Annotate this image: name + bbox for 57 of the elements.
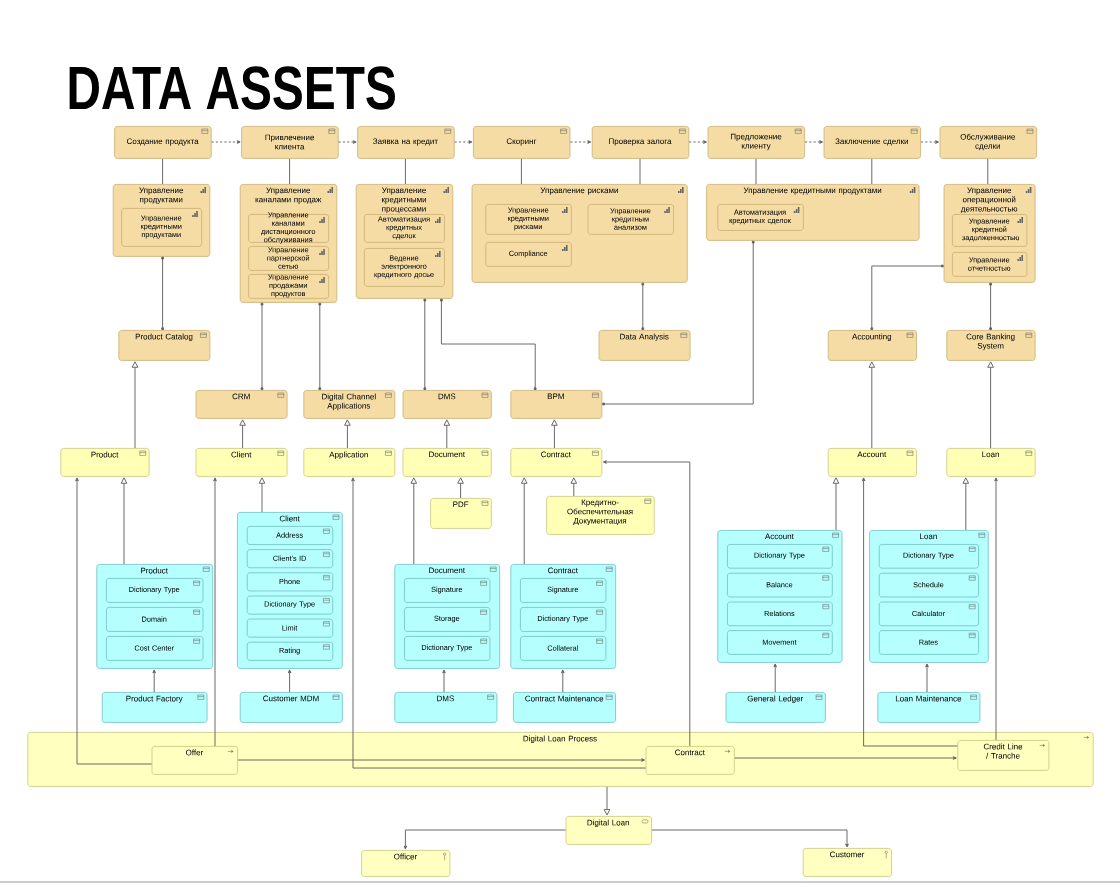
connector: [987, 158, 989, 185]
connector: [289, 158, 291, 185]
connector: [651, 829, 849, 848]
connector: [443, 419, 451, 449]
connector: [120, 477, 128, 565]
connector: [213, 477, 217, 747]
connector: [442, 669, 446, 693]
connector: [602, 240, 755, 406]
connector: [804, 140, 823, 144]
connector: [152, 669, 156, 693]
connector: [570, 477, 578, 497]
connector: [925, 663, 929, 693]
connector: [551, 419, 558, 449]
connector: [162, 158, 164, 185]
connector: [351, 477, 647, 769]
connector: [211, 140, 241, 144]
connector: [734, 756, 957, 760]
connector: [870, 264, 944, 330]
connector: [520, 477, 528, 565]
connector: [457, 477, 464, 499]
connector: [989, 282, 992, 330]
connector: [520, 158, 522, 185]
connector: [773, 663, 777, 693]
connector: [423, 298, 427, 390]
connector: [602, 460, 691, 747]
title: DATA ASSETS: [69, 66, 395, 110]
connector: [755, 158, 757, 185]
connector: [639, 158, 641, 185]
connector: [344, 419, 351, 449]
connector: [987, 361, 994, 449]
connector: [440, 298, 537, 390]
connector: [258, 477, 266, 513]
connector: [239, 419, 246, 449]
connector: [75, 477, 153, 765]
connector: [260, 302, 264, 390]
connector: [962, 477, 970, 531]
connector: [237, 758, 645, 762]
connector: [403, 829, 567, 850]
connector: [454, 140, 473, 144]
connector: [338, 140, 357, 144]
connector: [994, 477, 998, 741]
connector: [603, 786, 611, 816]
connector: [561, 669, 565, 693]
connector: [832, 477, 840, 531]
connector: [861, 477, 958, 747]
connector: [871, 158, 873, 185]
connector: [161, 256, 164, 330]
connector: [569, 140, 592, 144]
connector: [920, 140, 939, 144]
connector: [688, 140, 707, 144]
connector: [318, 302, 322, 390]
connector: [404, 158, 406, 185]
connector: [131, 361, 139, 449]
connector: [868, 361, 876, 449]
connector: [410, 477, 418, 565]
connector: [287, 669, 292, 693]
connector: [641, 282, 645, 330]
